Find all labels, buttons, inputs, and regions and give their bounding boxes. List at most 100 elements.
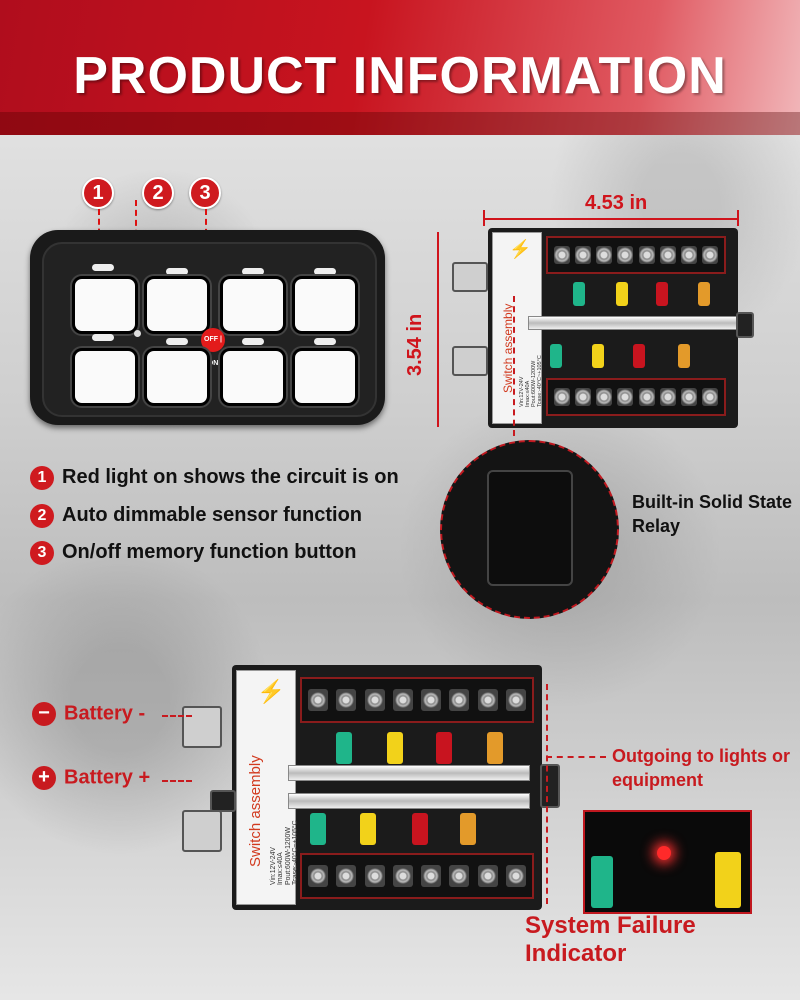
mounting-tab	[736, 312, 754, 338]
indicator-led	[92, 264, 114, 271]
height-dimension-line	[437, 232, 439, 427]
battery-positive-lug	[182, 810, 222, 852]
fuse-orange	[678, 344, 690, 368]
terminal-screw	[449, 689, 470, 711]
terminal-screw	[421, 865, 442, 887]
relay-zoom	[440, 440, 619, 619]
terminal-screw	[506, 689, 526, 711]
system-failure-label: System Failure Indicator	[525, 912, 696, 967]
switch-panel: OFF | ON	[30, 230, 385, 425]
terminal-screw	[336, 865, 357, 887]
mounting-tab	[540, 764, 560, 808]
terminal-screw	[617, 246, 634, 264]
switch-button-2[interactable]	[144, 276, 210, 334]
feature-text: Red light on shows the circuit is on	[62, 466, 399, 488]
terminal-screw	[506, 865, 526, 887]
switch-button-1[interactable]	[72, 276, 138, 334]
fuse-green	[550, 344, 562, 368]
terminal-screw	[364, 865, 385, 887]
fuse-orange	[698, 282, 710, 306]
terminal-strip-bottom	[546, 378, 726, 416]
fuse-green	[336, 732, 352, 764]
terminal-screw	[702, 388, 718, 406]
warning-icon: ⚡	[509, 239, 532, 259]
terminal-strip-top	[300, 677, 534, 723]
battery-negative-lug	[182, 706, 222, 748]
feature-number: 2	[30, 503, 54, 528]
failure-led	[657, 846, 671, 860]
switch-button-3[interactable]	[220, 276, 286, 334]
terminal-screw	[638, 388, 655, 406]
battery-negative-text: Battery -	[64, 702, 146, 725]
switch-button-5[interactable]	[72, 348, 138, 406]
terminal-screw	[617, 388, 634, 406]
spec-line: Imax:≤40A	[277, 851, 284, 885]
busbar	[288, 793, 530, 809]
terminal-screw	[575, 388, 592, 406]
terminal-screw	[364, 689, 385, 711]
callout-2: 2	[142, 177, 174, 209]
terminal-screw	[596, 246, 613, 264]
callout-3: 3	[189, 177, 221, 209]
relay-leader	[513, 296, 515, 436]
mounting-tab	[210, 790, 236, 812]
fuse-yellow	[592, 344, 604, 368]
fuse-orange	[460, 813, 476, 845]
page-title: PRODUCT INFORMATION	[73, 47, 727, 105]
indicator-led	[166, 268, 188, 275]
terminal-screw	[477, 865, 498, 887]
switch-button-8[interactable]	[292, 348, 358, 406]
terminal-screw	[638, 246, 655, 264]
battery-lug	[452, 346, 488, 376]
spec-line: Tcase:-40°C~+105°C	[292, 819, 299, 885]
fuse-yellow	[715, 852, 741, 908]
feature-text: Auto dimmable sensor function	[62, 504, 363, 526]
fuse-red	[633, 344, 645, 368]
width-dimension-tick	[737, 210, 739, 226]
onoff-memory-button[interactable]: OFF | ON	[201, 328, 225, 367]
terminal-screw	[680, 246, 697, 264]
header-banner: PRODUCT INFORMATION	[0, 0, 800, 135]
battery-lug	[452, 262, 488, 292]
switch-button-7[interactable]	[220, 348, 286, 406]
outgoing-leader	[546, 756, 606, 758]
battery-negative-label: −Battery -	[32, 702, 145, 726]
fuse-yellow	[616, 282, 628, 306]
busbar	[528, 316, 745, 330]
battery-positive-leader	[162, 780, 192, 782]
battery-negative-leader	[162, 715, 192, 717]
fuse-green	[310, 813, 326, 845]
switch-button-6[interactable]	[144, 348, 210, 406]
plus-icon: +	[32, 766, 56, 790]
battery-positive-label: + Battery +	[32, 766, 150, 790]
terminal-screw	[702, 246, 718, 264]
terminal-strip-top	[546, 236, 726, 274]
terminal-screw	[421, 689, 442, 711]
feature-number: 3	[30, 540, 54, 565]
fuse-orange	[487, 732, 503, 764]
callout-1: 1	[82, 177, 114, 209]
width-dimension-tick	[483, 210, 485, 226]
terminal-screw	[659, 246, 676, 264]
switch-button-4[interactable]	[292, 276, 358, 334]
relay-annotation: Built-in Solid State Relay	[632, 492, 792, 536]
terminal-screw	[477, 689, 498, 711]
terminal-screw	[392, 865, 413, 887]
fuse-green	[573, 282, 585, 306]
switch-panel-face: OFF | ON	[42, 242, 377, 417]
banner-stripe	[0, 112, 800, 135]
terminal-screw	[596, 388, 613, 406]
battery-positive-text: Battery +	[64, 766, 151, 789]
feature-item-2: 2 Auto dimmable sensor function	[30, 501, 362, 529]
terminal-screw	[659, 388, 676, 406]
fuse-yellow	[387, 732, 403, 764]
height-dimension-label: 3.54 in	[404, 313, 426, 376]
width-dimension-label: 4.53 in	[585, 192, 648, 214]
solid-state-relay-chip	[487, 470, 573, 586]
indicator-led	[314, 268, 336, 275]
fuse-red	[412, 813, 428, 845]
terminal-strip-bottom	[300, 853, 534, 899]
